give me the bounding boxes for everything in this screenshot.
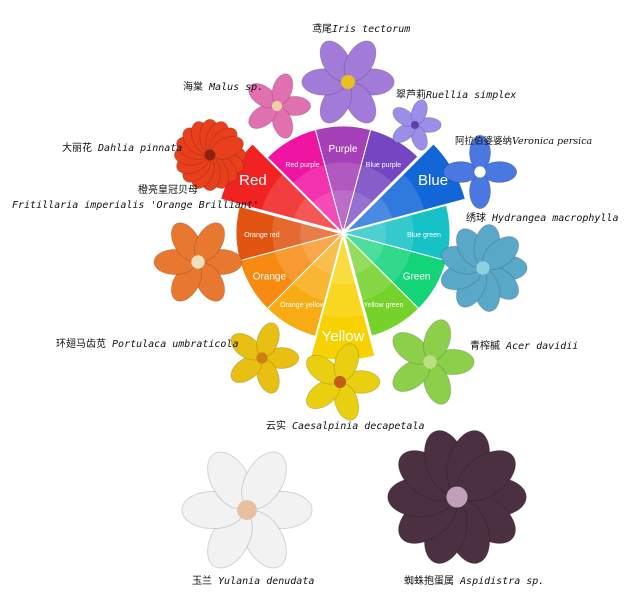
- segment-label: Blue green: [407, 232, 441, 239]
- label-cn: 玉兰: [192, 576, 219, 587]
- label-cn: 绣球: [466, 213, 493, 224]
- label-cn: 海棠: [183, 82, 210, 93]
- label-veronica: 阿拉伯婆婆纳Veronica persica: [455, 133, 592, 147]
- veronica-image: [442, 134, 518, 210]
- label-cn: 阿拉伯婆婆纳: [455, 136, 513, 147]
- label-aspidistra: 蜘蛛抱蛋属 Aspidistra sp.: [404, 572, 544, 587]
- aspidistra-image: [387, 430, 527, 564]
- segment-label: Purple: [329, 144, 358, 155]
- label-cn: 蜘蛛抱蛋属: [404, 576, 461, 587]
- segment-label: Orange red: [244, 232, 280, 239]
- hydrangea-image: [440, 223, 528, 313]
- label-species: Yulania denudata: [218, 576, 315, 587]
- dahlia-image: [173, 118, 247, 192]
- label-acer: 青榨槭 Acer davidii: [470, 337, 578, 352]
- label-species: Hydrangea macrophylla: [492, 213, 619, 224]
- label-caesalpinia: 云实 Caesalpinia decapetala: [266, 417, 424, 432]
- label-portulaca: 环翅马齿苋 Portulaca umbraticola: [56, 335, 238, 350]
- label-dahlia: 大丽花 Dahlia pinnata: [62, 139, 182, 154]
- label-cn: 青榨槭: [470, 341, 507, 352]
- wheel-segment-orange-red: Orange red: [235, 204, 345, 262]
- label-iris: 鸢尾Iris tectorum: [312, 20, 410, 35]
- label-fritillaria-cn: 橙亮皇冠贝母: [138, 185, 198, 196]
- label-species: Veronica persica: [512, 136, 593, 147]
- malus-image: [248, 73, 312, 139]
- label-species: Aspidistra sp.: [460, 576, 545, 587]
- label-malus: 海棠 Malus sp.: [183, 78, 263, 93]
- label-cn: 云实: [266, 421, 293, 432]
- segment-label: Orange: [253, 272, 287, 283]
- label-species: Caesalpinia decapetala: [292, 421, 425, 432]
- segment-label: Blue: [418, 172, 448, 189]
- label-hydrangea: 绣球 Hydrangea macrophylla: [466, 209, 618, 224]
- wheel-segment-blue-green: Blue green: [341, 204, 451, 262]
- label-species: Dahlia pinnata: [98, 143, 183, 154]
- segment-label: Blue purple: [366, 162, 402, 169]
- label-species: Portulaca umbraticola: [112, 339, 239, 350]
- label-cn: 环翅马齿苋: [56, 339, 113, 350]
- segment-label: Green: [403, 272, 431, 283]
- segment-label: Orange yellow: [280, 302, 326, 309]
- wheel-segment-yellow-green: Yellow green: [342, 231, 420, 337]
- yulania-image: [181, 451, 313, 569]
- label-cn: 鸢尾: [312, 24, 332, 35]
- iris-image: [301, 40, 395, 124]
- label-fritillaria-species: Fritillaria imperialis 'Orange Brilliant…: [12, 200, 259, 211]
- ruellia-image: [392, 99, 442, 151]
- caesalpinia-image: [305, 343, 381, 421]
- wheel-segment-blue-purple: Blue purple: [342, 129, 420, 235]
- label-species: Acer davidii: [506, 341, 579, 352]
- wheel-segment-red-purple: Red purple: [266, 129, 344, 235]
- segment-label: Yellow: [322, 328, 365, 345]
- wheel-segment-green: Green: [341, 232, 447, 310]
- label-species: Ruellia simplex: [426, 90, 517, 101]
- label-species: Malus sp.: [209, 82, 264, 93]
- label-cn: 翠芦莉: [396, 90, 426, 101]
- fritillaria-image: [153, 222, 243, 302]
- segment-label: Red purple: [285, 162, 319, 169]
- label-species: Iris tectorum: [332, 24, 411, 35]
- acer-image: [392, 319, 475, 405]
- portulaca-image: [230, 322, 300, 394]
- label-yulania: 玉兰 Yulania denudata: [192, 572, 314, 587]
- segment-label: Red: [239, 172, 267, 189]
- label-ruellia: 翠芦莉Ruellia simplex: [396, 86, 516, 101]
- wheel-segment-orange-yellow: Orange yellow: [266, 231, 344, 337]
- label-cn: 大丽花: [62, 143, 99, 154]
- wheel-segment-orange: Orange: [239, 232, 345, 310]
- segment-label: Yellow green: [364, 302, 404, 309]
